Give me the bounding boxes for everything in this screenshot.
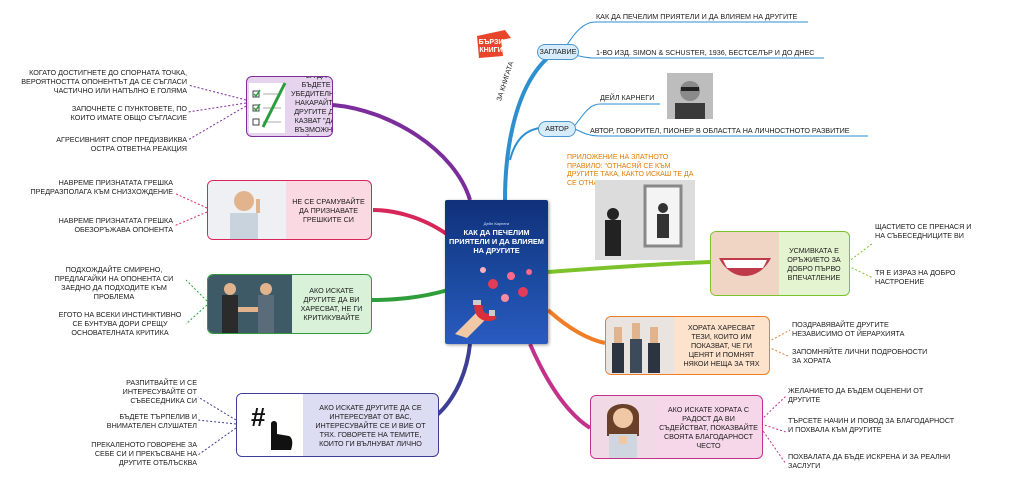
right-topic-3-label: АКО ИСКАТЕ ХОРАТА С РАДОСТ ДА ВИ СЪДЕЙСТ… bbox=[659, 404, 758, 450]
left-4-item-3: ПРЕКАЛЕНОТО ГОВОРЕНЕ ЗА СЕБЕ СИ И ПРЕКЪС… bbox=[91, 440, 197, 467]
right-topic-2-label: ХОРАТА ХАРЕСВАТ ТЕЗИ, КОИТО ИМ ПОКАЗВАТ,… bbox=[683, 323, 760, 368]
right-1-item-1: ЩАСТИЕТО СЕ ПРЕНАСЯ И НА СЪБЕСЕДНИЦИТЕ В… bbox=[875, 222, 972, 240]
left-topic-2[interactable]: НЕ СЕ СРАМУВАЙТЕ ДА ПРИЗНАВАТЕ ГРЕШКИТЕ … bbox=[207, 180, 372, 240]
thumbs-up-icon bbox=[606, 317, 674, 374]
author-portrait bbox=[667, 73, 713, 119]
logo-line1: БЪРЗИ bbox=[479, 39, 504, 46]
right-topic-1[interactable]: УСМИВКАТА Е ОРЪЖИЕТО ЗА ДОБРО ПЪРВО ВПЕЧ… bbox=[710, 231, 850, 296]
title-item-1: КАК ДА ПЕЧЕЛИМ ПРИЯТЕЛИ И ДА ВЛИЯЕМ НА Д… bbox=[596, 12, 798, 21]
left-3-item-1: ПОДХОЖДАЙТЕ СМИРЕНО, ПРЕДЛАГАЙКИ НА ОПОН… bbox=[54, 265, 174, 301]
left-1-item-1: КОГАТО ДОСТИГНЕТЕ ДО СПОРНАТА ТОЧКА, ВЕР… bbox=[21, 68, 187, 95]
left-1-item-3: АГРЕСИВНИЯТ СПОР ПРЕДИЗВИКВА ОСТРА ОТВЕТ… bbox=[56, 135, 187, 153]
left-4-item-2: БЪДЕТЕ ТЪРПЕЛИВ И ВНИМАТЕЛЕН СЛУШАТЕЛ bbox=[106, 412, 197, 430]
right-1-item-2: ТЯ Е ИЗРАЗ НА ДОБРО НАСТРОЕНИЕ bbox=[875, 268, 956, 286]
right-3-item-2: ТЪРСЕТЕ НАЧИН И ПОВОД ЗА БЛАГОДАРНОСТ И … bbox=[788, 416, 955, 434]
author-item-2: АВТОР, ГОВОРИТЕЛ, ПИОНЕР В ОБЛАСТТА НА Л… bbox=[590, 126, 850, 135]
mirror-illustration bbox=[595, 180, 695, 260]
hashtag-hand-icon: # bbox=[237, 394, 303, 456]
handshake-icon bbox=[208, 275, 292, 333]
left-2-item-1: НАВРЕМЕ ПРИЗНАТАТА ГРЕШКА ПРЕДРАЗПОЛАГА … bbox=[30, 178, 173, 196]
left-topic-3[interactable]: АКО ИСКАТЕ ДРУГИТЕ ДА ВИ ХАРЕСВАТ, НЕ ГИ… bbox=[207, 274, 372, 334]
branch-about-author bbox=[509, 127, 541, 161]
branch-left-1 bbox=[332, 103, 472, 201]
right-topic-1-label: УСМИВКАТА Е ОРЪЖИЕТО ЗА ДОБРО ПЪРВО ВПЕЧ… bbox=[787, 245, 841, 282]
right-2-item-2: ЗАПОМНЯЙТЕ ЛИЧНИ ПОДРОБНОСТИ ЗА ХОРАТА bbox=[792, 347, 928, 365]
checklist-icon bbox=[249, 82, 287, 133]
left-topic-4-label: АКО ИСКАТЕ ДРУГИТЕ ДА СЕ ИНТЕРЕСУВАТ ОТ … bbox=[315, 402, 426, 448]
right-topic-2[interactable]: ХОРАТА ХАРЕСВАТ ТЕЗИ, КОИТО ИМ ПОКАЗВАТ,… bbox=[605, 316, 770, 375]
book-cover: Дейл Карнеги КАК ДА ПЕЧЕЛИМ ПРИЯТЕЛИ И Д… bbox=[445, 200, 548, 344]
logo-line2: КНИГИ bbox=[479, 47, 502, 54]
smile-icon bbox=[711, 232, 779, 295]
book-author: Дейл Карнеги bbox=[483, 221, 510, 226]
left-3-item-2: ЕГОТО НА ВСЕКИ ИНСТИНКТИВНО СЕ БУНТУВА Д… bbox=[58, 310, 182, 337]
thinking-man-icon bbox=[208, 181, 286, 239]
branch-right-2 bbox=[546, 308, 606, 345]
author-pill[interactable]: АВТОР bbox=[538, 121, 576, 137]
branch-left-2 bbox=[372, 208, 450, 237]
grateful-woman-icon bbox=[591, 396, 655, 458]
branch-about bbox=[503, 50, 557, 201]
branch-right-1 bbox=[547, 260, 711, 274]
right-3-item-3: ПОХВАЛАТА ДА БЪДЕ ИСКРЕНА И ЗА РЕАЛНИ ЗА… bbox=[788, 452, 951, 470]
left-2-item-2: НАВРЕМЕ ПРИЗНАТАТА ГРЕШКА ОБЕЗОРЪЖАВА ОП… bbox=[58, 216, 173, 234]
left-topic-1[interactable]: ЗА ДА БЪДЕТЕ УБЕДИТЕЛНИ, НАКАРАЙТЕ ДРУГИ… bbox=[246, 76, 333, 137]
magnet-illustration bbox=[455, 267, 532, 338]
left-topic-3-label: АКО ИСКАТЕ ДРУГИТЕ ДА ВИ ХАРЕСВАТ, НЕ ГИ… bbox=[300, 286, 363, 322]
title-pill[interactable]: ЗАГЛАВИЕ bbox=[537, 44, 579, 60]
left-4-item-1: РАЗПИТВАЙТЕ И СЕ ИНТЕРЕСУВАЙТЕ ОТ СЪБЕСЕ… bbox=[122, 378, 197, 405]
right-3-item-1: ЖЕЛАНИЕТО ДА БЪДЕМ ОЦЕНЕНИ ОТ ДРУГИТЕ bbox=[788, 386, 924, 404]
left-topic-2-label: НЕ СЕ СРАМУВАЙТЕ ДА ПРИЗНАВАТЕ ГРЕШКИТЕ … bbox=[292, 196, 365, 224]
branch-right-3 bbox=[528, 343, 592, 430]
author-item-1: ДЕЙЛ КАРНЕГИ bbox=[600, 93, 655, 102]
left-topic-1-label: ЗА ДА БЪДЕТЕ УБЕДИТЕЛНИ, НАКАРАЙТЕ ДРУГИ… bbox=[291, 77, 333, 136]
svg-text:#: # bbox=[251, 402, 266, 432]
branch-left-3 bbox=[369, 288, 449, 302]
book-title: КАК ДА ПЕЧЕЛИМ ПРИЯТЕЛИ И ДА ВЛИЯЕМ НА Д… bbox=[449, 228, 544, 255]
left-topic-4[interactable]: # АКО ИСКАТЕ ДРУГИТЕ ДА СЕ ИНТЕРЕСУВАТ О… bbox=[236, 393, 439, 457]
title-item-2: 1-ВО ИЗД. SIMON & SCHUSTER, 1936, БЕСТСЕ… bbox=[596, 48, 815, 57]
right-topic-3[interactable]: АКО ИСКАТЕ ХОРАТА С РАДОСТ ДА ВИ СЪДЕЙСТ… bbox=[590, 395, 763, 459]
right-2-item-1: ПОЗДРАВЯВАЙТЕ ДРУГИТЕ НЕЗАВИСИМО ОТ ЙЕРА… bbox=[792, 320, 905, 338]
logo: БЪРЗИ КНИГИ bbox=[473, 28, 515, 60]
left-1-item-2: ЗАПОЧНЕТЕ С ПУНКТОВЕТЕ, ПО КОИТО ИМАТЕ О… bbox=[70, 104, 187, 122]
